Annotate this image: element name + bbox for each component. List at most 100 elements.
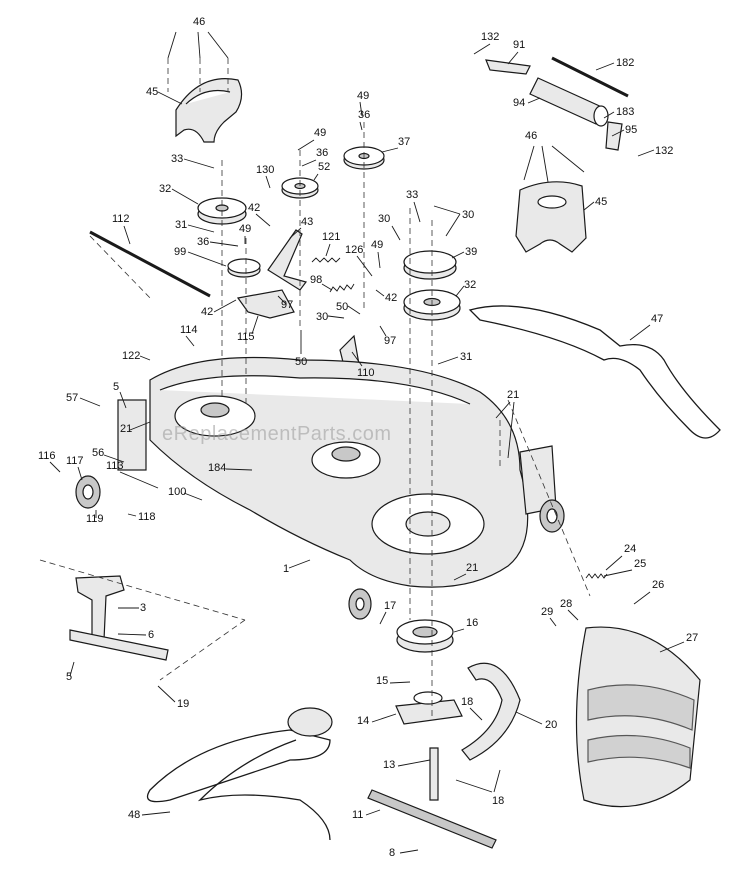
callout-c3: 3 xyxy=(118,602,146,614)
callout-label: 18 xyxy=(492,795,504,807)
leader-line xyxy=(413,201,421,223)
leader-line xyxy=(493,769,501,793)
leader-line xyxy=(527,97,541,104)
callout-c112: 112 xyxy=(112,213,131,245)
callout-label: 45 xyxy=(146,86,158,98)
callout-c24: 24 xyxy=(605,543,636,571)
callout-c13: 13 xyxy=(383,759,431,771)
callout-label: 21 xyxy=(120,423,132,435)
callout-c50b: 50 xyxy=(336,301,361,315)
leader-line xyxy=(453,573,467,581)
leader-line xyxy=(495,401,511,419)
spindle-shaft-13 xyxy=(429,747,439,801)
leader-line xyxy=(455,779,493,793)
leader-line xyxy=(659,641,685,653)
callout-label: 121 xyxy=(322,231,340,243)
callout-c6: 6 xyxy=(117,629,154,641)
callout-label: 43 xyxy=(301,216,313,228)
callout-label: 49 xyxy=(371,239,383,251)
leader-line xyxy=(637,149,655,157)
callout-label: 49 xyxy=(357,90,369,102)
callout-c45a: 45 xyxy=(146,86,183,105)
leader-line xyxy=(117,633,147,636)
leader-line xyxy=(603,111,615,119)
leader-line xyxy=(551,145,585,173)
callout-c21c: 21 xyxy=(453,562,478,581)
callout-label: 20 xyxy=(545,719,557,731)
callout-label: 26 xyxy=(652,579,664,591)
callout-label: 122 xyxy=(122,350,140,362)
callout-label: 49 xyxy=(314,127,326,139)
callout-layer: 4645333231369949421121304249365243493637… xyxy=(38,16,698,859)
callout-label: 32 xyxy=(464,279,476,291)
callout-label: 1 xyxy=(283,563,289,575)
callout-label: 5 xyxy=(66,671,72,683)
callout-label: 18 xyxy=(461,696,473,708)
callout-label: 57 xyxy=(66,392,78,404)
callout-c11: 11 xyxy=(352,809,381,821)
leader-line xyxy=(455,285,465,297)
tension-rod-112 xyxy=(89,230,211,298)
mower-blade-11 xyxy=(367,789,497,849)
leader-line xyxy=(119,391,127,409)
callout-c37: 37 xyxy=(381,136,410,153)
callout-c33b: 33 xyxy=(406,189,421,223)
leader-line xyxy=(365,809,381,816)
callout-c19: 19 xyxy=(157,685,189,710)
leader-line xyxy=(381,147,399,153)
callout-c20: 20 xyxy=(515,711,557,731)
leader-line xyxy=(167,31,177,59)
drive-belt-47 xyxy=(468,305,721,439)
leader-line xyxy=(325,243,331,257)
callout-label: 21 xyxy=(466,562,478,574)
leader-line xyxy=(595,62,615,71)
leader-line xyxy=(437,356,459,365)
callout-c42a: 42 xyxy=(248,202,271,227)
callout-label: 50 xyxy=(336,301,348,313)
leader-line xyxy=(49,461,61,473)
callout-label: 33 xyxy=(171,153,183,165)
callout-label: 13 xyxy=(383,759,395,771)
callout-c49d: 49 xyxy=(371,239,383,269)
callout-c117: 117 xyxy=(66,455,84,481)
callout-label: 31 xyxy=(460,351,472,363)
callout-c110: 110 xyxy=(351,351,375,379)
callout-c14: 14 xyxy=(357,713,397,727)
callout-label: 100 xyxy=(168,486,186,498)
callout-label: 48 xyxy=(128,809,140,821)
leader-line xyxy=(567,609,579,621)
mower-deck-housing xyxy=(117,356,557,588)
callout-c132b: 132 xyxy=(637,145,673,157)
gauge-wheel-right xyxy=(539,499,565,533)
callout-label: 39 xyxy=(465,246,477,258)
callout-label: 30 xyxy=(316,311,328,323)
callout-c25: 25 xyxy=(603,558,646,577)
callout-c98: 98 xyxy=(310,274,333,291)
callout-label: 30 xyxy=(378,213,390,225)
callout-label: 17 xyxy=(384,600,396,612)
watermark-text: eReplacementParts.com xyxy=(162,423,391,445)
callout-label: 11 xyxy=(352,809,363,821)
callout-label: 42 xyxy=(201,306,213,318)
leader-line xyxy=(453,628,465,633)
callout-label: 29 xyxy=(541,606,553,618)
callout-c97b: 97 xyxy=(379,325,396,347)
callout-label: 25 xyxy=(634,558,646,570)
callout-c15: 15 xyxy=(376,675,411,687)
leader-line xyxy=(123,225,131,245)
callout-c5a: 5 xyxy=(113,381,127,409)
callout-c183: 183 xyxy=(603,106,634,119)
callout-label: 36 xyxy=(358,109,370,121)
leader-line xyxy=(327,315,345,319)
callout-label: 49 xyxy=(239,223,251,235)
callout-c113: 113 xyxy=(106,460,159,489)
leader-line xyxy=(185,335,195,347)
pulley-left-99 xyxy=(227,258,261,278)
belt-cover-right xyxy=(515,181,587,253)
callout-c47: 47 xyxy=(629,313,663,341)
leader-line xyxy=(197,31,201,59)
callout-c116: 116 xyxy=(38,450,61,473)
callout-label: 119 xyxy=(86,513,104,525)
leader-line xyxy=(399,849,419,854)
callout-c100: 100 xyxy=(168,486,203,501)
